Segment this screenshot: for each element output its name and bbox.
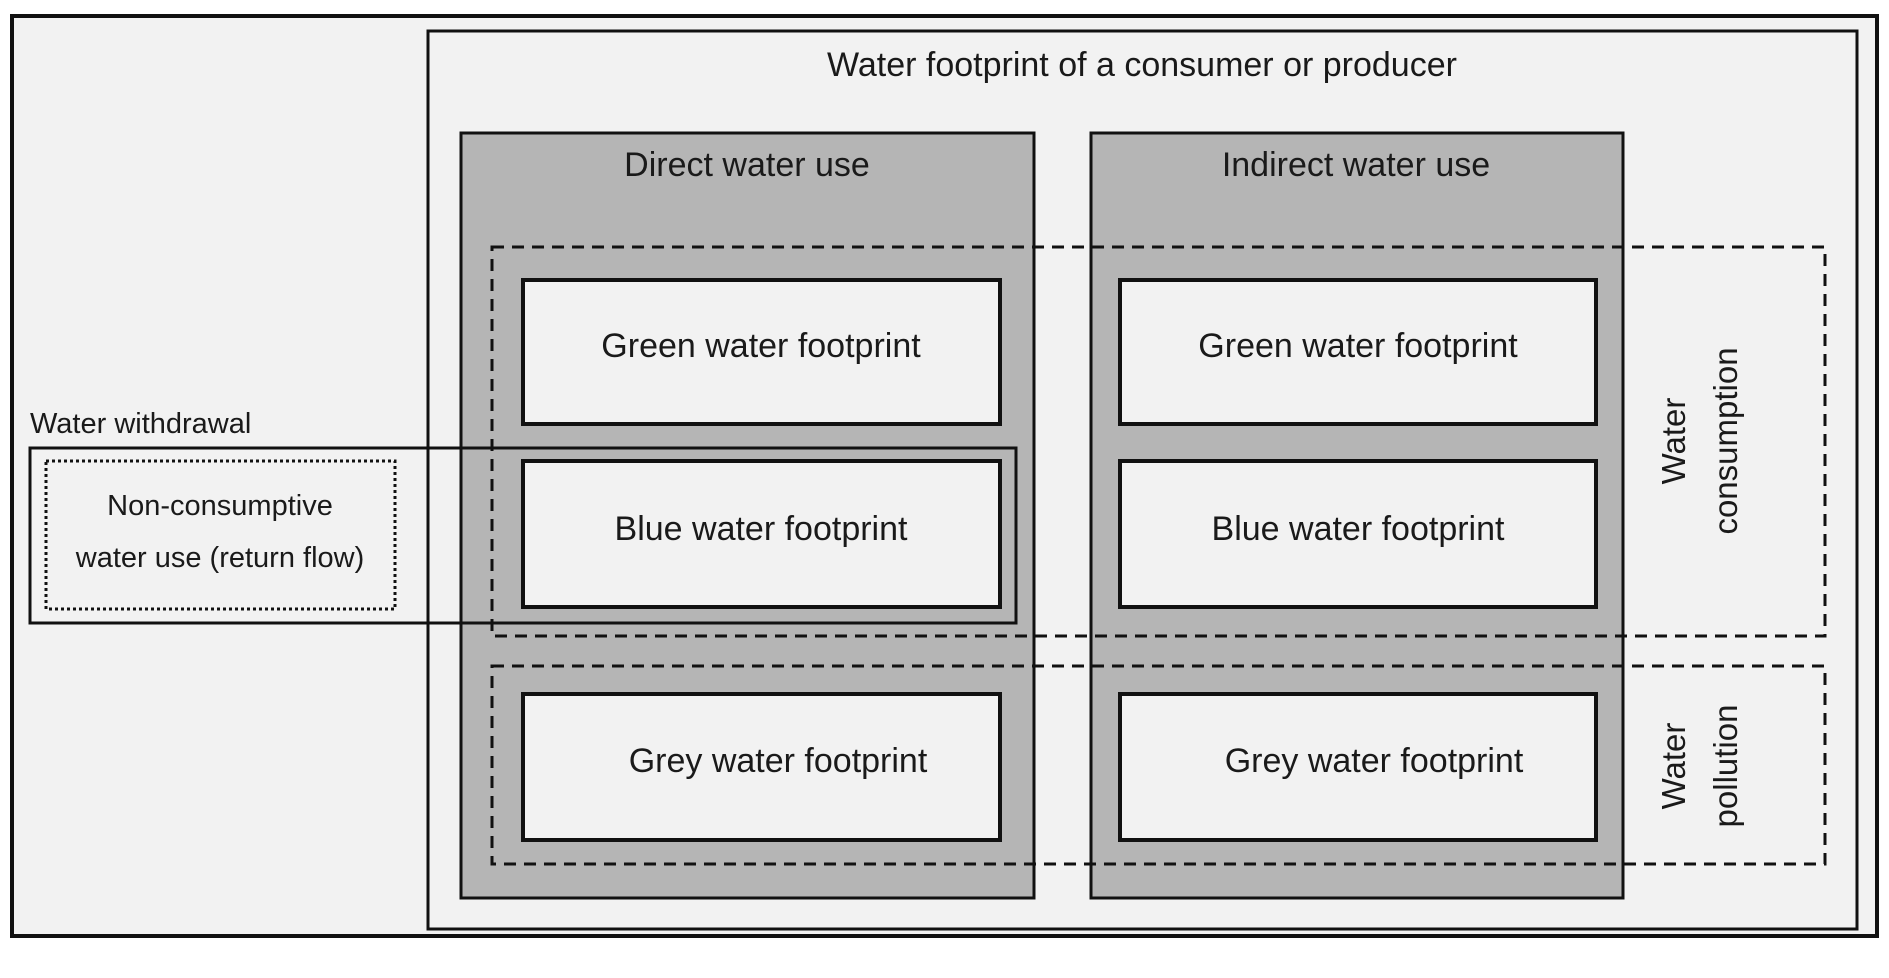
water-consumption-region bbox=[490, 245, 1827, 638]
indirect-grey-water-footprint-box bbox=[1118, 692, 1598, 842]
water-withdrawal-label: Water withdrawal bbox=[30, 408, 251, 440]
direct-grey-water-footprint-box bbox=[521, 692, 1002, 842]
direct-blue-water-footprint-box bbox=[521, 459, 1002, 609]
direct-green-water-footprint-box bbox=[521, 278, 1002, 426]
indirect-water-use-heading: Indirect water use bbox=[1222, 146, 1490, 184]
diagram-title: Water footprint of a consumer or produce… bbox=[827, 46, 1457, 84]
water-consumption-side-label: Water consumption bbox=[1655, 347, 1744, 534]
indirect-grey-water-footprint-label: Grey water footprint bbox=[1225, 742, 1524, 780]
water-withdrawal-box bbox=[28, 446, 1018, 625]
indirect-green-water-footprint-box bbox=[1118, 278, 1598, 426]
water-consumption-line-2: consumption bbox=[1707, 347, 1744, 534]
water-pollution-side-label: Water pollution bbox=[1655, 705, 1744, 828]
direct-green-water-footprint-label: Green water footprint bbox=[601, 327, 921, 365]
indirect-blue-water-footprint-label: Blue water footprint bbox=[1212, 510, 1505, 548]
non-consumptive-water-use-box bbox=[44, 459, 397, 611]
water-pollution-region bbox=[490, 664, 1827, 866]
indirect-green-water-footprint-label: Green water footprint bbox=[1198, 327, 1518, 365]
direct-water-use-heading: Direct water use bbox=[624, 146, 870, 184]
direct-blue-water-footprint-label: Blue water footprint bbox=[615, 510, 908, 548]
direct-grey-water-footprint-label: Grey water footprint bbox=[629, 742, 928, 780]
water-consumption-line-1: Water bbox=[1655, 398, 1692, 485]
non-consumptive-line-2: water use (return flow) bbox=[75, 542, 365, 574]
indirect-blue-water-footprint-box bbox=[1118, 459, 1598, 609]
non-consumptive-line-1: Non-consumptive bbox=[107, 490, 333, 522]
water-pollution-line-1: Water bbox=[1655, 723, 1692, 810]
water-pollution-line-2: pollution bbox=[1707, 705, 1744, 828]
